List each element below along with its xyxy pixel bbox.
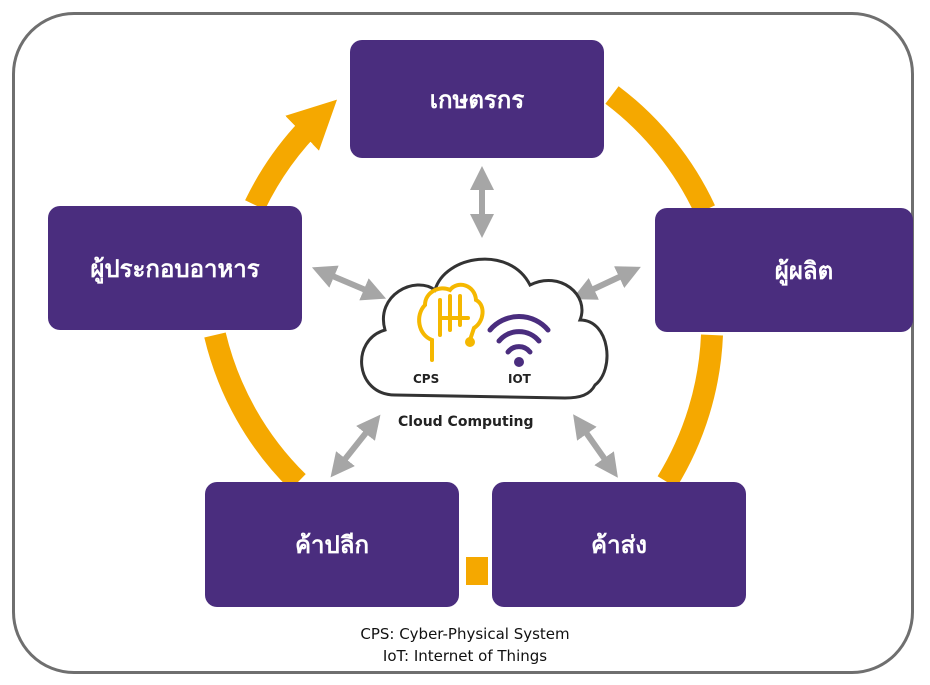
link-arrow-bottom-right <box>573 414 618 478</box>
link-arrow-left <box>311 265 387 301</box>
legend-cps: CPS: Cyber-Physical System <box>360 625 570 643</box>
cycle-arc-left <box>204 332 306 490</box>
cycle-connector-bottom <box>466 557 488 585</box>
cloud-computing-label: Cloud Computing <box>398 414 534 430</box>
diagram-frame <box>12 12 914 674</box>
cycle-arc-right <box>657 334 723 488</box>
cycle-arc-top-left <box>245 99 338 210</box>
node-producer: ผู้ผลิต <box>655 208 913 332</box>
node-wholesale: ค้าส่ง <box>492 482 746 607</box>
cps-label: CPS <box>413 372 440 386</box>
cycle-arc-top-right <box>605 86 715 215</box>
node-farmer: เกษตรกร <box>350 40 604 158</box>
cloud-shape <box>360 257 609 400</box>
link-arrow-right <box>572 266 641 300</box>
brain-circuit-icon <box>417 282 485 362</box>
link-arrow-bottom-left <box>330 414 381 478</box>
legend-iot: IoT: Internet of Things <box>382 647 548 665</box>
wifi-icon <box>487 314 551 367</box>
iot-label: IOT <box>508 372 531 386</box>
node-retail: ค้าปลีก <box>205 482 459 607</box>
node-food-operator: ผู้ประกอบอาหาร <box>48 206 302 330</box>
